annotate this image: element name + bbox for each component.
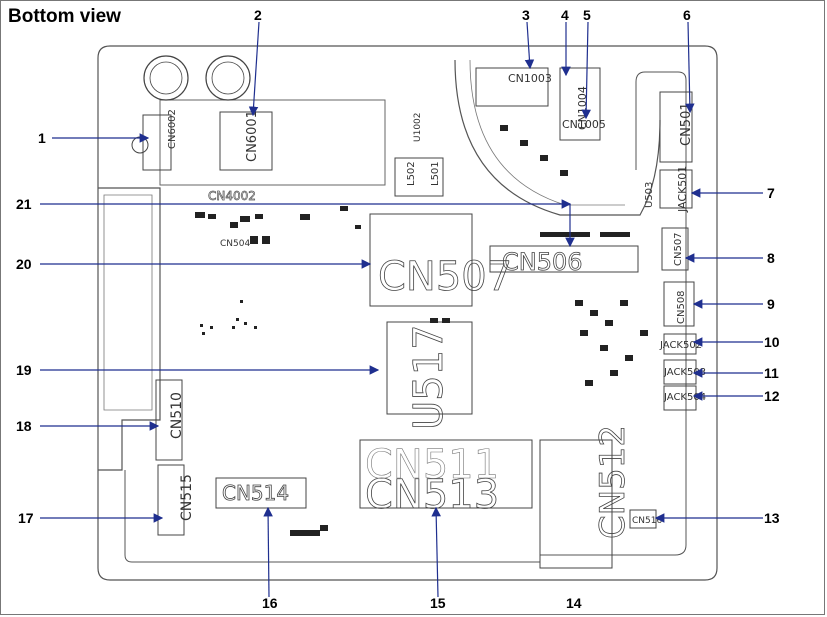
cn510-box (155, 379, 183, 461)
label-jack503: JACK503 (663, 367, 706, 378)
label-cn4002: CN4002 (208, 189, 256, 203)
label-u503: U503 (644, 182, 655, 208)
callout-18: 18 (16, 418, 32, 434)
label-cn6001: CN6001 (245, 110, 260, 162)
callout-12: 12 (764, 388, 780, 404)
cn507s-box (661, 227, 689, 271)
label-cn1005: CN1005 (562, 118, 606, 131)
cn501-box (659, 91, 693, 163)
left-slot (98, 187, 161, 471)
callout-3: 3 (522, 7, 530, 23)
smd-parts (195, 125, 648, 536)
label-jack504: JACK504 (663, 392, 706, 403)
label-jack502: JACK502 (659, 340, 702, 351)
board-outline (97, 45, 718, 581)
callout-1: 1 (38, 130, 46, 146)
callout-14: 14 (566, 595, 582, 611)
cn6001-box (219, 111, 273, 171)
battery-circle-left (143, 55, 189, 101)
callout-8: 8 (767, 250, 775, 266)
label-u517: U517 (406, 324, 452, 430)
label-cn515: CN515 (179, 474, 195, 521)
cn1003-box (475, 67, 549, 107)
cn515-box (157, 464, 185, 536)
label-l501: L501 (430, 161, 441, 186)
label-cn511: CN511 (365, 442, 499, 488)
label-cn508: CN508 (676, 290, 687, 324)
cn506-box (489, 245, 639, 273)
inner-outline (124, 71, 687, 563)
label-cn507: CN507 (378, 254, 512, 300)
label-l502: L502 (406, 161, 417, 186)
callout-6: 6 (683, 7, 691, 23)
cn514-box (215, 477, 307, 509)
callout-2: 2 (254, 7, 262, 23)
label-cn516: CN516 (632, 516, 662, 526)
callout-9: 9 (767, 296, 775, 312)
label-cn514: CN514 (222, 481, 289, 505)
callout-16: 16 (262, 595, 278, 611)
callout-10: 10 (764, 334, 780, 350)
battery-circle-right (205, 55, 251, 101)
callout-19: 19 (16, 362, 32, 378)
callout-arrows (40, 21, 763, 598)
callout-7: 7 (767, 185, 775, 201)
label-cn506: CN506 (502, 248, 583, 276)
diagram-title: Bottom view (8, 6, 121, 27)
label-cn1003: CN1003 (508, 72, 552, 85)
label-cn501: CN501 (679, 102, 694, 146)
callout-4: 4 (561, 7, 569, 23)
label-cn507-small: CN507 (673, 232, 684, 266)
u517-box (386, 321, 473, 415)
cn512-box (539, 439, 613, 569)
label-u1002: U1002 (413, 113, 423, 143)
callout-13: 13 (764, 510, 780, 526)
cn1004-box (559, 67, 601, 141)
label-jack501: JACK501 (676, 166, 689, 213)
label-cn6002: CN6002 (167, 109, 178, 149)
callout-11: 11 (764, 365, 779, 381)
callout-20: 20 (16, 256, 32, 272)
callout-5: 5 (583, 7, 591, 23)
cn513-box (359, 439, 533, 509)
callout-17: 17 (18, 510, 34, 526)
top-arc-trace (454, 59, 661, 216)
label-cn504: CN504 (220, 239, 250, 249)
label-cn510: CN510 (169, 392, 185, 439)
label-cn512: CN512 (593, 425, 633, 539)
callout-15: 15 (430, 595, 446, 611)
callout-21: 21 (16, 196, 32, 212)
